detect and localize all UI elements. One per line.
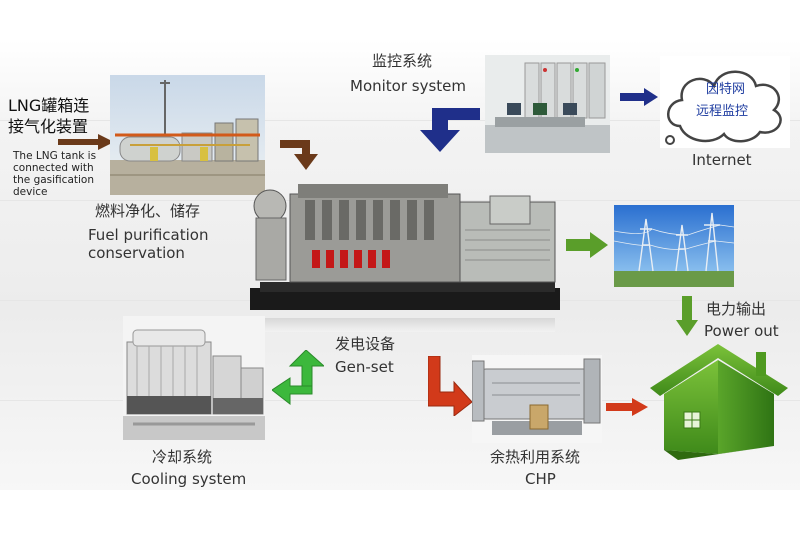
power-arrow-down-icon <box>676 296 698 336</box>
cooling-cycle-arrow-icon <box>272 350 324 406</box>
cooling-label-zh: 冷却系统 <box>152 448 213 466</box>
chp-label-zh: 余热利用系统 <box>490 448 581 466</box>
monitor-label-zh: 监控系统 <box>372 52 433 70</box>
internet-label-en: Internet <box>692 151 752 169</box>
internet-arrow-icon <box>620 88 658 106</box>
green-house-icon <box>648 342 790 462</box>
power-label-zh: 电力输出 <box>706 300 767 318</box>
monitor-room-photo <box>485 55 610 153</box>
fuel-station-photo <box>110 75 265 195</box>
genset-reflection <box>255 318 555 332</box>
lng-title-line2: 接气化装置 <box>8 117 89 136</box>
chp-arrow-icon <box>428 356 472 416</box>
power-tower-photo <box>614 205 734 287</box>
lng-desc-line: the gasification <box>13 174 94 186</box>
cooling-label-en: Cooling system <box>131 470 247 488</box>
internet-cloud-line1: 因特网 <box>706 82 746 97</box>
bg-stripe <box>0 120 800 121</box>
bg-stripe <box>0 400 800 401</box>
genset-label-en: Gen-set <box>335 358 394 376</box>
fuel-arrow-icon <box>280 140 318 170</box>
lng-desc-line: device <box>13 186 48 198</box>
power-arrow-right-icon <box>566 232 608 258</box>
lng-title-line1: LNG罐箱连 <box>8 96 90 115</box>
lng-desc-line: The LNG tank is <box>13 150 97 162</box>
fuel-label-en-line2: conservation <box>88 244 185 262</box>
monitor-arrow-icon <box>420 108 480 152</box>
lng-arrow-icon <box>58 134 114 150</box>
chp-label-en: CHP <box>525 470 556 488</box>
genset-photo <box>250 170 560 315</box>
lng-desc-line: connected with <box>13 162 94 174</box>
power-label-en: Power out <box>704 322 779 340</box>
internet-cloud-panel: 因特网 远程监控 <box>660 56 790 148</box>
cooling-tower-photo <box>123 316 265 440</box>
lng-description: The LNG tank is connected with the gasif… <box>13 150 113 198</box>
fuel-label-zh: 燃料净化、储存 <box>95 202 201 220</box>
genset-label-zh: 发电设备 <box>335 335 396 353</box>
fuel-label-en-line1: Fuel purification <box>88 226 209 244</box>
house-arrow-icon <box>606 398 648 416</box>
chp-unit-photo <box>472 355 602 443</box>
internet-cloud-line2: 远程监控 <box>696 104 749 119</box>
monitor-label-en: Monitor system <box>350 77 467 95</box>
